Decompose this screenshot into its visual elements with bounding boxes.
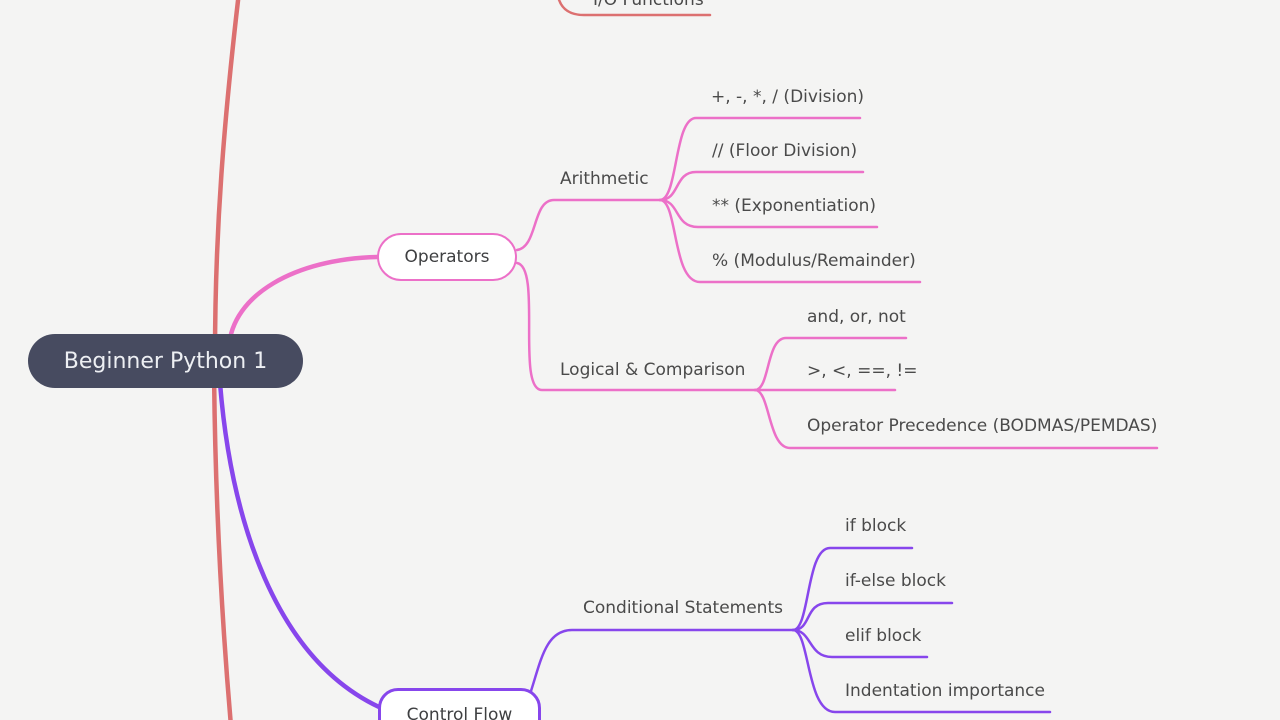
connector-operators-logical <box>515 261 757 392</box>
leaf-underline-io-functions <box>557 0 712 17</box>
root-topic-node[interactable]: Beginner Python 1 <box>28 334 303 388</box>
control-flow-topic-label: Control Flow <box>406 705 513 720</box>
leaf-underline-elif-block <box>791 628 929 659</box>
operators-topic-label: Operators <box>404 247 490 267</box>
leaf-comparison-ops[interactable]: >, <, ==, != <box>807 361 918 381</box>
leaf-and-or-not[interactable]: and, or, not <box>807 307 906 327</box>
leaf-underline-operator-precedence <box>753 388 1159 450</box>
root-connector-red-top <box>212 0 241 359</box>
connector-operators-arithmetic <box>515 198 662 252</box>
leaf-operator-precedence[interactable]: Operator Precedence (BODMAS/PEMDAS) <box>807 416 1158 436</box>
leaf-elif-block[interactable]: elif block <box>845 626 922 646</box>
leaf-if-block[interactable]: if block <box>845 516 907 536</box>
operators-topic-node[interactable]: Operators <box>377 233 517 281</box>
control-flow-topic-node[interactable]: Control Flow <box>378 688 541 720</box>
leaf-underline-floor-division <box>658 170 865 202</box>
leaf-underline-if-else-block <box>791 601 954 632</box>
root-connector-control-flow <box>217 380 382 710</box>
subtopic-logical-comparison[interactable]: Logical & Comparison <box>560 360 746 380</box>
leaf-underline-indentation <box>791 628 1052 714</box>
root-connector-operators <box>226 254 380 350</box>
leaf-underline-exponentiation <box>658 198 879 229</box>
root-connector-red-bottom <box>211 365 233 720</box>
leaf-underline-modulus <box>658 198 922 284</box>
leaf-underline-and-or-not <box>753 336 908 392</box>
leaf-if-else-block[interactable]: if-else block <box>845 571 946 591</box>
root-topic-label: Beginner Python 1 <box>63 348 268 374</box>
leaf-underline-division <box>658 116 862 202</box>
subtopic-conditional-statements[interactable]: Conditional Statements <box>583 598 783 618</box>
leaf-exponentiation[interactable]: ** (Exponentiation) <box>712 196 877 216</box>
connector-control-flow-conditional <box>529 628 795 693</box>
leaf-modulus[interactable]: % (Modulus/Remainder) <box>712 251 916 271</box>
leaf-io-functions[interactable]: I/O Functions <box>593 0 704 10</box>
leaf-underline-if-block <box>791 546 914 632</box>
leaf-indentation-importance[interactable]: Indentation importance <box>845 681 1045 701</box>
subtopic-arithmetic[interactable]: Arithmetic <box>560 169 649 189</box>
leaf-floor-division[interactable]: // (Floor Division) <box>712 141 858 161</box>
leaf-division[interactable]: +, -, *, / (Division) <box>711 87 865 107</box>
